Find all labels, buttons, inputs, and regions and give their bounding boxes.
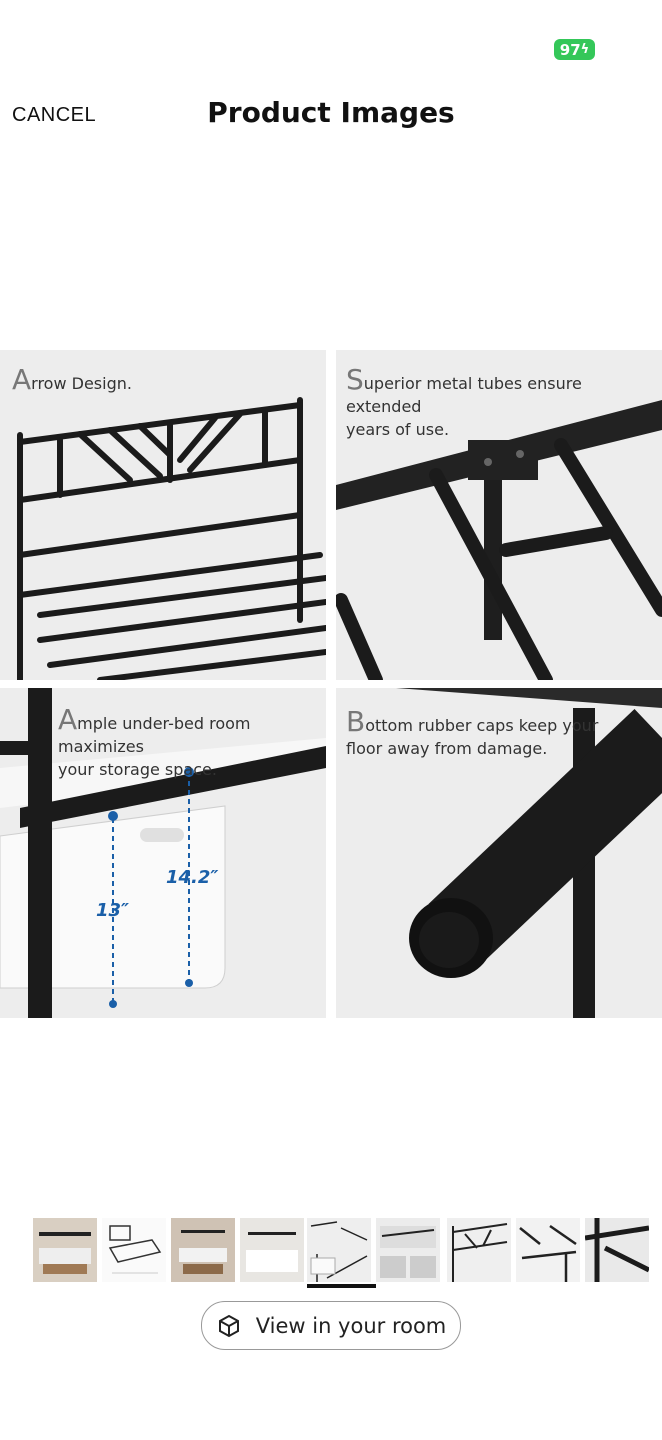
metal-tubes-illustration [336,400,662,680]
caption-line-2: your storage space. [58,760,217,779]
thumbnail-8[interactable] [516,1218,580,1282]
cube-ar-icon [218,1314,239,1337]
charging-bolt-icon: ϟ [580,42,590,57]
thumbnail-5-selected[interactable] [307,1218,371,1282]
panel-caption: Ample under-bed room maximizes your stor… [58,703,326,781]
selected-thumbnail-indicator [307,1284,376,1288]
panel-caption: Arrow Design. [12,363,132,396]
caption-line-1: Superior metal tubes ensure extended [346,363,582,416]
product-image-arrow-design[interactable]: Arrow Design. [0,350,326,680]
thumbnail-4[interactable] [240,1218,304,1282]
caption-line-1: Bottom rubber caps keep your [346,705,599,738]
thumbnail-3[interactable] [171,1218,235,1282]
under-bed-storage-illustration: 14.2″ 13″ [0,688,326,1018]
rubber-cap-illustration [396,688,662,1018]
battery-level: 97 [559,40,581,59]
product-image-rubber-caps[interactable]: Bottom rubber caps keep your floor away … [336,688,662,1018]
thumbnail-9[interactable] [585,1218,649,1282]
thumbnail-strip[interactable] [33,1218,662,1284]
bed-headboard-illustration [17,397,326,680]
thumbnail-6[interactable] [376,1218,440,1282]
height-measure-b: 13″ [96,900,129,921]
panel-caption: Bottom rubber caps keep your floor away … [346,705,599,760]
caption-line-2: floor away from damage. [346,739,548,758]
thumbnail-1[interactable] [33,1218,97,1282]
caption-line-1: Ample under-bed room maximizes [58,703,251,756]
view-in-room-button[interactable]: View in your room [201,1301,461,1350]
panel-caption: Superior metal tubes ensure extended yea… [346,363,662,441]
thumbnail-2[interactable] [102,1218,166,1282]
cancel-button[interactable]: CANCEL [12,104,97,126]
page-title: Product Images [207,96,455,129]
product-image-storage-space[interactable]: 14.2″ 13″ Ample under-bed room maximizes… [0,688,326,1018]
product-image-metal-tubes[interactable]: Superior metal tubes ensure extended yea… [336,350,662,680]
view-in-room-label: View in your room [255,1313,447,1338]
thumbnail-7[interactable] [447,1218,511,1282]
height-measure-a: 14.2″ [166,867,218,888]
caption-line-2: years of use. [346,420,450,439]
